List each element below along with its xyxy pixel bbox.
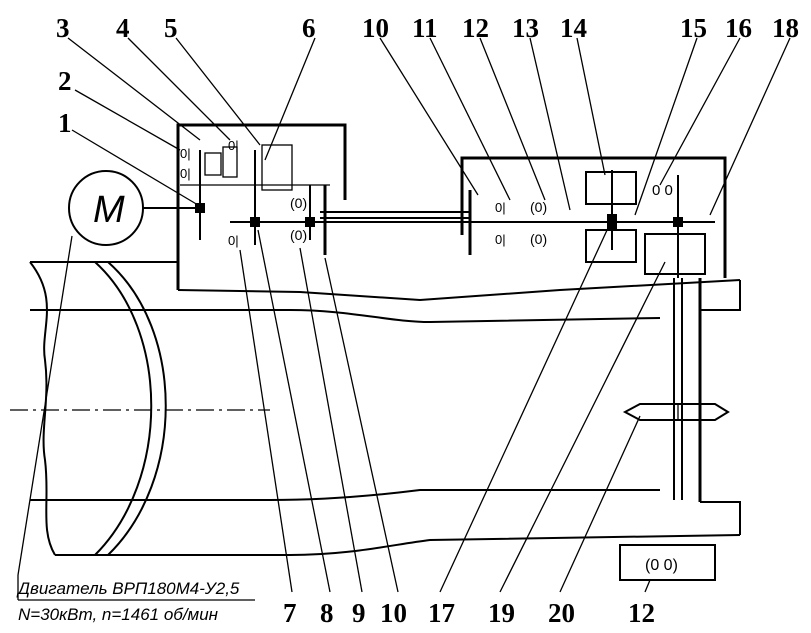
left-labels: 2 1	[58, 66, 72, 138]
svg-text:(0): (0)	[290, 227, 307, 243]
label-18: 18	[772, 13, 799, 43]
label-6: 6	[302, 13, 316, 43]
svg-text:0 0: 0 0	[652, 182, 673, 199]
svg-text:(0): (0)	[530, 231, 547, 247]
label-9: 9	[352, 598, 366, 628]
label-4: 4	[116, 13, 130, 43]
svg-text:(0): (0)	[290, 195, 307, 211]
svg-text:0|: 0|	[228, 138, 239, 153]
label-3: 3	[56, 13, 70, 43]
svg-text:0|: 0|	[495, 232, 506, 247]
label-1: 1	[58, 108, 72, 138]
svg-text:(0 0): (0 0)	[645, 557, 678, 574]
label-13: 13	[512, 13, 539, 43]
label-20: 20	[548, 598, 575, 628]
svg-text:0|: 0|	[180, 166, 191, 181]
label-10-top: 10	[362, 13, 389, 43]
gearbox-housing	[176, 123, 727, 502]
top-labels: 3 4 5 6 10 11 12 13 14 15 16 18	[56, 13, 799, 43]
leader-lines	[17, 37, 791, 600]
motor-note: Двигатель ВРП180М4-У2,5 N=30кВт, n=1461 …	[16, 579, 255, 624]
label-11: 11	[412, 13, 438, 43]
motor-note-line2: N=30кВт, n=1461 об/мин	[18, 605, 219, 624]
label-2: 2	[58, 66, 72, 96]
label-12-bottom: 12	[628, 598, 655, 628]
svg-text:(0): (0)	[530, 199, 547, 215]
label-15: 15	[680, 13, 707, 43]
bottom-labels: 7 8 9 10 17 19 20 12	[283, 598, 655, 628]
label-7: 7	[283, 598, 297, 628]
label-19: 19	[488, 598, 515, 628]
motor-symbol: M	[93, 189, 125, 231]
label-10-bottom: 10	[380, 598, 407, 628]
label-16: 16	[725, 13, 752, 43]
svg-text:0|: 0|	[495, 200, 506, 215]
electric-motor	[68, 170, 205, 246]
label-5: 5	[164, 13, 178, 43]
label-17: 17	[428, 598, 455, 628]
label-14: 14	[560, 13, 587, 43]
svg-text:0|: 0|	[228, 233, 239, 248]
gear-train-left: 0| 0| 0| 0| (0) (0)	[180, 138, 470, 255]
motor-note-line1: Двигатель ВРП180М4-У2,5	[16, 579, 240, 598]
drum-body	[10, 261, 741, 556]
svg-text:0|: 0|	[180, 146, 191, 161]
label-8: 8	[320, 598, 334, 628]
gear-train-right: (0) (0) 0| 0| 0 0 (0 0)	[468, 170, 730, 581]
label-12-top: 12	[462, 13, 489, 43]
